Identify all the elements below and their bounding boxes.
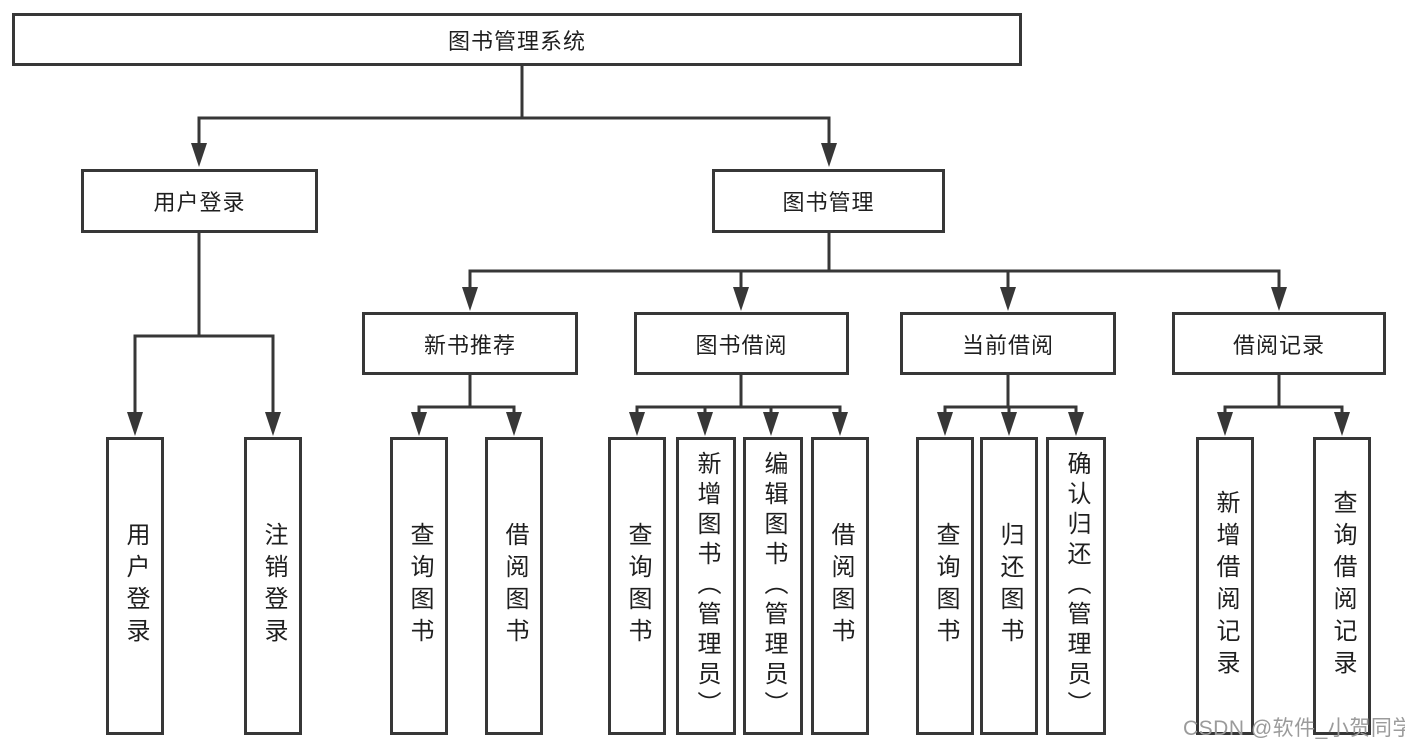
leaf-logout-login: 注销登录	[244, 437, 302, 735]
leaf-add-borrow-record-label: 新增借阅记录	[1212, 490, 1239, 682]
node-book-borrow-label: 图书借阅	[695, 332, 788, 358]
leaf-borrow-book-recommend-label: 借阅图书	[501, 522, 528, 650]
leaf-return-book-label: 归还图书	[996, 522, 1023, 650]
leaf-borrow-book-label: 借阅图书	[827, 522, 854, 650]
node-new-book-recommend-label: 新书推荐	[423, 332, 516, 358]
leaf-query-book-recommend: 查询图书	[390, 437, 448, 735]
leaf-user-login: 用户登录	[106, 437, 164, 735]
leaf-confirm-return-admin: 确认归还（管理员）	[1046, 437, 1106, 735]
leaf-edit-book-admin-label: 编辑图书（管理员）	[760, 451, 787, 721]
leaf-query-book-borrow-label: 查询图书	[624, 522, 651, 650]
leaf-user-login-label: 用户登录	[122, 522, 149, 650]
leaf-query-borrow-record-label: 查询借阅记录	[1329, 490, 1356, 682]
node-new-book-recommend: 新书推荐	[362, 312, 578, 375]
node-book-management-label: 图书管理	[782, 190, 875, 215]
node-book-borrow: 图书借阅	[634, 312, 849, 375]
node-current-borrow-label: 当前借阅	[961, 332, 1054, 358]
leaf-query-borrow-record: 查询借阅记录	[1313, 437, 1371, 735]
leaf-add-book-admin: 新增图书（管理员）	[676, 437, 736, 735]
leaf-logout-login-label: 注销登录	[260, 522, 287, 650]
leaf-confirm-return-admin-label: 确认归还（管理员）	[1063, 451, 1090, 721]
leaf-edit-book-admin: 编辑图书（管理员）	[743, 437, 803, 735]
node-user-login-label: 用户登录	[153, 190, 246, 215]
node-borrow-records-label: 借阅记录	[1232, 332, 1325, 358]
arrowheads	[127, 143, 1350, 436]
leaf-add-book-admin-label: 新增图书（管理员）	[693, 451, 720, 721]
node-borrow-records: 借阅记录	[1172, 312, 1386, 375]
leaf-query-book-current-label: 查询图书	[932, 522, 959, 650]
leaf-query-book-current: 查询图书	[916, 437, 974, 735]
node-root: 图书管理系统	[12, 13, 1022, 66]
node-book-management: 图书管理	[712, 169, 945, 233]
leaf-query-book-borrow: 查询图书	[608, 437, 666, 735]
leaf-borrow-book-recommend: 借阅图书	[485, 437, 543, 735]
node-root-label: 图书管理系统	[447, 28, 586, 54]
leaf-return-book: 归还图书	[980, 437, 1038, 735]
leaf-query-book-recommend-label: 查询图书	[406, 522, 433, 650]
leaf-add-borrow-record: 新增借阅记录	[1196, 437, 1254, 735]
leaf-borrow-book: 借阅图书	[811, 437, 869, 735]
node-user-login: 用户登录	[81, 169, 318, 233]
watermark-text: CSDN @软件_小贺同学	[1183, 717, 1405, 740]
node-current-borrow: 当前借阅	[900, 312, 1116, 375]
